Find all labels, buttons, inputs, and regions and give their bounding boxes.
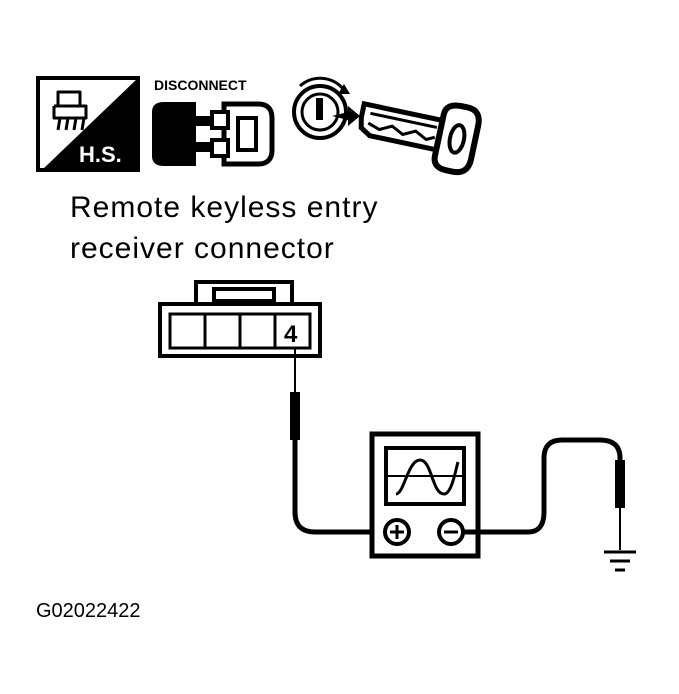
oscilloscope-icon: [369, 431, 481, 559]
disconnect-label: DISCONNECT: [154, 77, 247, 93]
disconnect-icon: DISCONNECT: [152, 77, 275, 167]
terminal-number: 4: [284, 321, 298, 348]
connector-title-line2: receiver connector: [70, 232, 335, 265]
ignition-key-off-icon: [292, 76, 482, 176]
plus-terminal-icon: [383, 518, 411, 546]
minus-terminal-icon: [437, 518, 465, 546]
ground-symbol-icon: [604, 550, 636, 572]
receiver-connector: 4: [158, 280, 322, 358]
negative-probe-lead: [463, 437, 625, 550]
hs-label: H.S.: [79, 142, 122, 167]
figure-id: G02022422: [36, 600, 141, 622]
positive-probe-lead: [290, 348, 382, 535]
harness-side-icon: H.S.: [36, 76, 140, 172]
connector-title-line1: Remote keyless entry: [70, 191, 378, 224]
